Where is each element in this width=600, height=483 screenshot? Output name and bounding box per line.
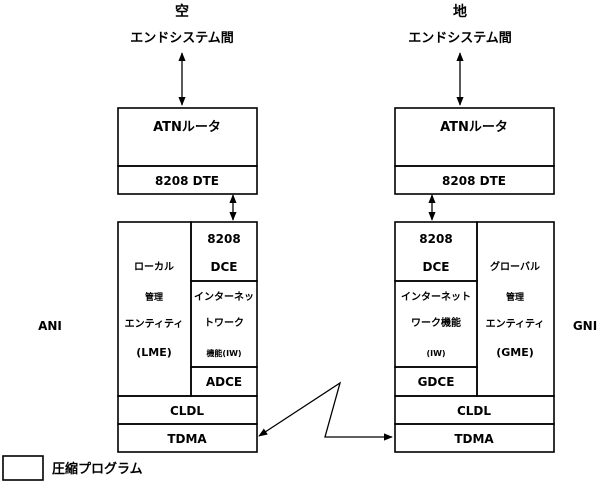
ground-atn-router-box bbox=[394, 107, 555, 167]
air-atn-router-box bbox=[117, 107, 258, 167]
ground-atn-router-label: ATNルータ bbox=[440, 120, 508, 135]
air-lme-line4: (LME) bbox=[136, 346, 172, 359]
air-adce-label: ADCE bbox=[206, 375, 242, 389]
air-lme-line1: ローカル bbox=[134, 261, 174, 273]
ani-label: ANI bbox=[38, 319, 62, 333]
ground-iw-line1: インターネット bbox=[401, 291, 471, 303]
ground-dte-box bbox=[394, 165, 555, 195]
air-dce-line2: DCE bbox=[211, 260, 238, 274]
air-lme-line2: 管理 bbox=[145, 291, 163, 303]
ground-stack: 地 エンドシステム間 ATNルータ 8208 DTE 8208 DCE インター… bbox=[394, 3, 597, 453]
ground-title: 地 bbox=[453, 3, 467, 20]
gni-label: GNI bbox=[573, 319, 597, 333]
air-lme-line3: エンティティ bbox=[125, 318, 184, 330]
air-dte-label: 8208 DTE bbox=[155, 174, 219, 188]
ground-endsystem-label: エンドシステム間 bbox=[408, 31, 512, 46]
air-iw-line3: 機能(IW) bbox=[206, 348, 241, 358]
ground-gme-line4: (GME) bbox=[496, 346, 534, 359]
air-dte-box bbox=[117, 165, 258, 195]
legend-label: 圧縮プログラム bbox=[52, 461, 143, 477]
ground-dce-line1: 8208 bbox=[419, 232, 452, 246]
ground-gdce-label: GDCE bbox=[418, 375, 455, 389]
air-atn-router-label: ATNルータ bbox=[153, 120, 221, 135]
ground-iw-line2: ワーク機能 bbox=[411, 316, 461, 329]
air-title: 空 bbox=[175, 3, 189, 20]
air-lme-box bbox=[117, 221, 192, 397]
air-iw-line1: インターネッ bbox=[194, 291, 254, 303]
radio-link-arrow bbox=[258, 381, 393, 441]
air-cldl-label: CLDL bbox=[170, 404, 204, 418]
air-stack: 空 エンドシステム間 ATNルータ 8208 DTE ローカル 管理 エンティテ… bbox=[38, 3, 258, 453]
ground-gme-line3: エンティティ bbox=[486, 318, 545, 330]
ground-dte-label: 8208 DTE bbox=[442, 174, 506, 188]
air-tdma-box bbox=[117, 423, 258, 453]
air-tdma-label: TDMA bbox=[167, 432, 207, 446]
ground-gme-box bbox=[476, 221, 555, 397]
ground-cldl-label: CLDL bbox=[457, 404, 491, 418]
legend: 圧縮プログラム bbox=[2, 455, 143, 481]
air-endsystem-label: エンドシステム間 bbox=[130, 31, 234, 46]
air-dce-line1: 8208 bbox=[207, 232, 240, 246]
ground-dce-line2: DCE bbox=[423, 260, 450, 274]
ground-tdma-label: TDMA bbox=[454, 432, 494, 446]
air-iw-line2: トワーク bbox=[204, 317, 244, 329]
ground-gme-line1: グローバル bbox=[490, 260, 540, 273]
ground-iw-line3: (IW) bbox=[426, 349, 445, 358]
ground-gme-line2: 管理 bbox=[506, 291, 524, 303]
ground-tdma-box bbox=[394, 423, 555, 453]
legend-swatch bbox=[2, 455, 44, 481]
